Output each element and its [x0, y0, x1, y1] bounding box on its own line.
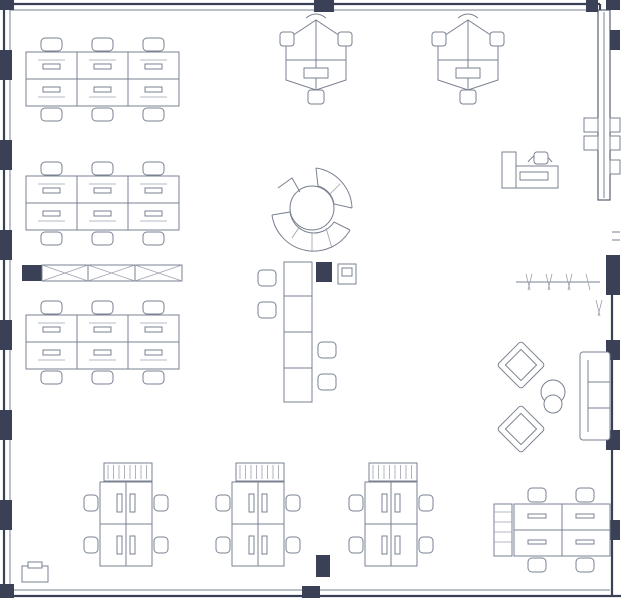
- trash-bin-icon: [21, 561, 49, 583]
- desk-cluster-bottom-right: [493, 487, 611, 573]
- monitor-icon: [129, 535, 136, 555]
- chair-icon: [348, 494, 364, 512]
- chair-icon: [91, 231, 114, 246]
- monitor-icon: [42, 86, 61, 93]
- pinwheel-workstation-1: [279, 13, 353, 105]
- pinwheel-workstation-2: [431, 13, 505, 105]
- chair-icon: [91, 300, 114, 315]
- monitor-icon: [144, 187, 163, 194]
- monitor-icon: [261, 535, 268, 555]
- storage-cabinet-icon: [368, 462, 418, 482]
- central-long-table: [257, 261, 337, 403]
- chair-icon: [215, 494, 231, 512]
- chair-icon: [40, 161, 63, 176]
- desk-clusters-left: [25, 37, 180, 385]
- chair-icon: [142, 37, 165, 52]
- chair-icon: [142, 370, 165, 385]
- window-strip: [583, 9, 621, 241]
- monitor-icon: [144, 210, 163, 217]
- storage-cabinet-icon: [103, 462, 153, 482]
- chair-icon: [40, 37, 63, 52]
- monitor-icon: [129, 493, 136, 513]
- hanging-rail: [516, 273, 603, 317]
- desk-cluster-row-1: [25, 37, 180, 122]
- chair-icon: [142, 300, 165, 315]
- chair-icon: [91, 161, 114, 176]
- printer-icon: [337, 263, 357, 285]
- monitor-icon: [93, 187, 112, 194]
- monitor-icon: [261, 493, 268, 513]
- reception-desk-icon: [501, 151, 559, 189]
- chair-icon: [142, 107, 165, 122]
- monitor-icon: [42, 210, 61, 217]
- monitor-icon: [144, 349, 163, 356]
- monitor-icon: [93, 86, 112, 93]
- curved-lounge-seating: [271, 167, 353, 252]
- sofa-icon: [579, 351, 611, 441]
- storage-cabinet-icon: [235, 462, 285, 482]
- monitor-icon: [42, 63, 61, 70]
- desk-cluster-row-2: [25, 161, 180, 246]
- monitor-icon: [93, 326, 112, 333]
- chair-icon: [91, 37, 114, 52]
- chair-icon: [83, 536, 99, 554]
- monitor-icon: [394, 535, 401, 555]
- chair-icon: [348, 536, 364, 554]
- chair-icon: [83, 494, 99, 512]
- monitor-icon: [42, 187, 61, 194]
- chair-icon: [153, 494, 169, 512]
- monitor-icon: [394, 493, 401, 513]
- desk-cluster-row-3: [25, 300, 180, 385]
- chair-icon: [215, 536, 231, 554]
- monitor-icon: [248, 493, 255, 513]
- monitor-icon: [42, 326, 61, 333]
- chair-icon: [285, 536, 301, 554]
- chair-icon: [40, 107, 63, 122]
- chair-icon: [418, 536, 434, 554]
- monitor-icon: [93, 210, 112, 217]
- monitor-icon: [144, 63, 163, 70]
- double-desk-unit-2: [215, 462, 301, 567]
- monitor-icon: [42, 349, 61, 356]
- chair-icon: [91, 370, 114, 385]
- desk-clusters-bottom: [83, 462, 434, 567]
- monitor-icon: [144, 86, 163, 93]
- chair-icon: [40, 370, 63, 385]
- chair-icon: [418, 494, 434, 512]
- monitor-icon: [116, 493, 123, 513]
- chair-icon: [153, 536, 169, 554]
- monitor-icon: [248, 535, 255, 555]
- monitor-icon: [381, 493, 388, 513]
- chair-icon: [40, 300, 63, 315]
- chair-icon: [40, 231, 63, 246]
- monitor-icon: [93, 63, 112, 70]
- chair-icon: [142, 231, 165, 246]
- chair-icon: [142, 161, 165, 176]
- monitor-icon: [144, 326, 163, 333]
- monitor-icon: [116, 535, 123, 555]
- monitor-icon: [381, 535, 388, 555]
- double-desk-unit-3: [348, 462, 434, 567]
- chair-icon: [285, 494, 301, 512]
- double-desk-unit-1: [83, 462, 169, 567]
- monitor-icon: [93, 349, 112, 356]
- storage-cabinet-icon: [22, 264, 183, 282]
- armchair-icon: [497, 341, 545, 453]
- round-table-icon: [540, 379, 566, 414]
- chair-icon: [91, 107, 114, 122]
